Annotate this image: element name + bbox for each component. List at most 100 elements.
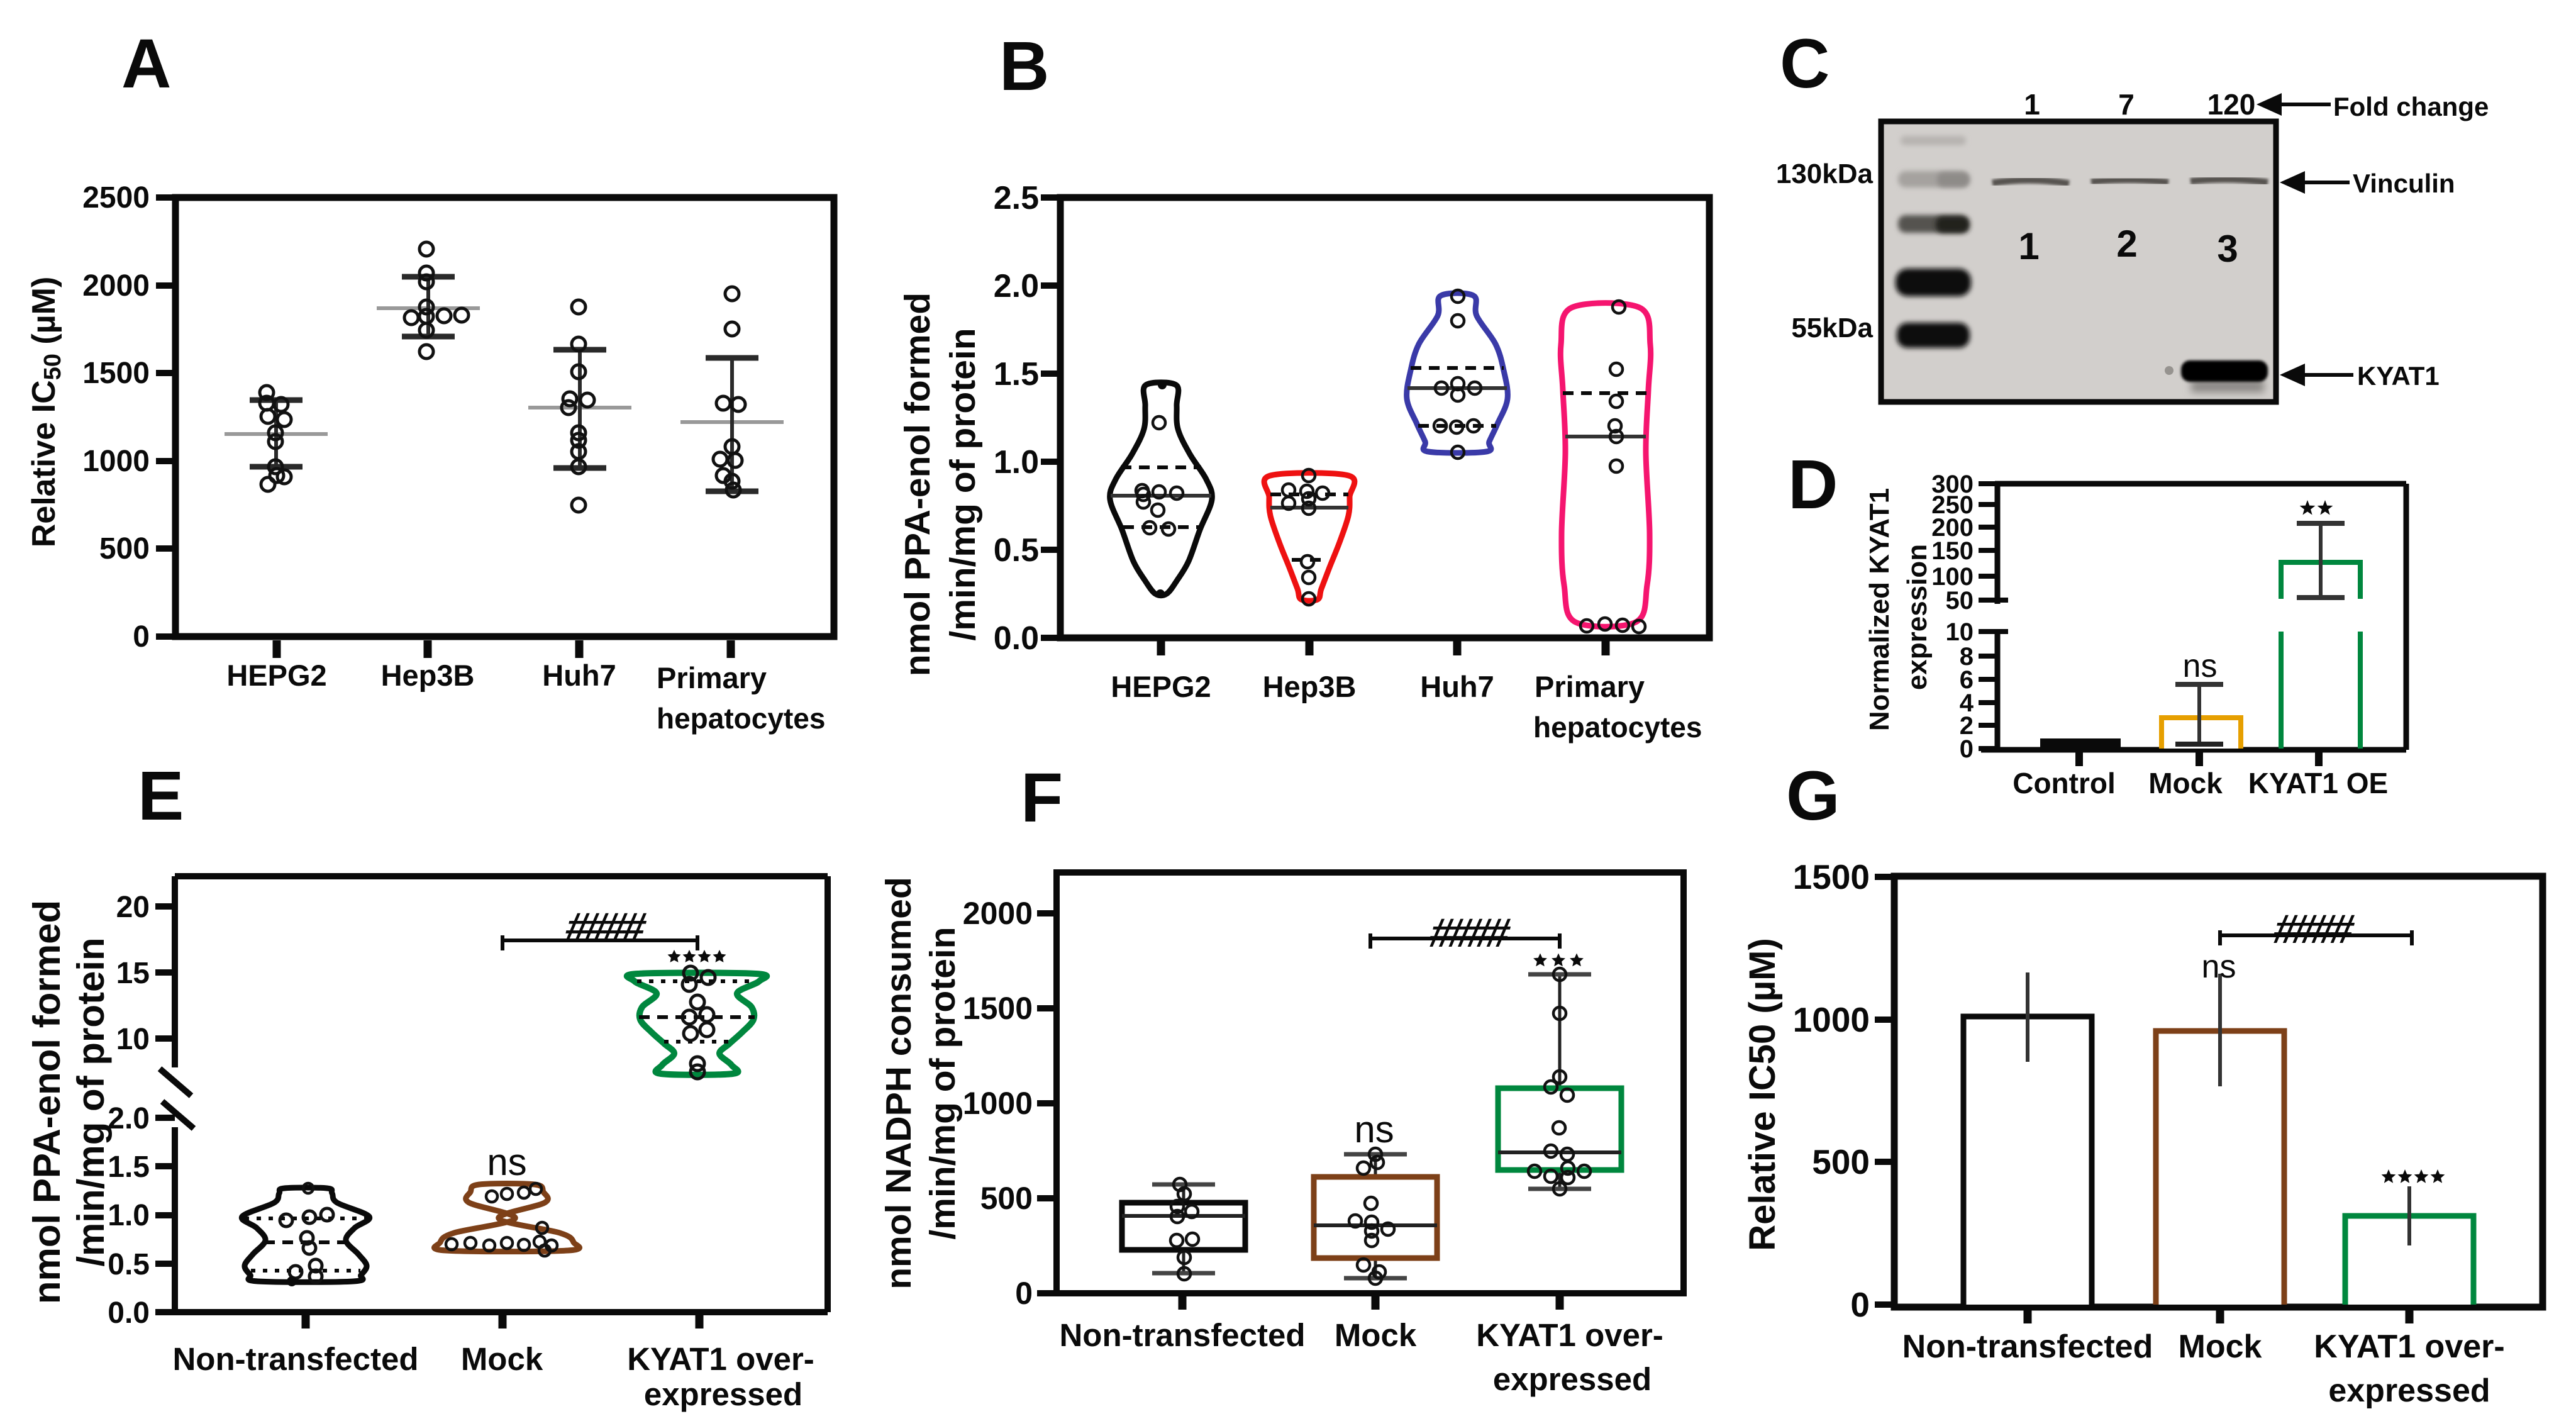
- svg-text:1000: 1000: [963, 1086, 1033, 1121]
- svg-text:E: E: [138, 757, 184, 835]
- svg-text:Relative IC50 (µM): Relative IC50 (µM): [26, 277, 66, 548]
- svg-text:expressed: expressed: [644, 1376, 802, 1412]
- svg-text:200: 200: [1931, 514, 1974, 542]
- svg-text:1.0: 1.0: [994, 444, 1039, 481]
- svg-text:0: 0: [1960, 735, 1974, 763]
- svg-text:KYAT1: KYAT1: [2357, 361, 2440, 391]
- svg-text:KYAT1 over-: KYAT1 over-: [1476, 1317, 1663, 1353]
- svg-text:Huh7: Huh7: [542, 659, 616, 692]
- svg-text:####: ####: [1426, 910, 1515, 955]
- svg-text:Mock: Mock: [461, 1341, 543, 1377]
- svg-text:HEPG2: HEPG2: [1111, 670, 1211, 703]
- svg-text:2.0: 2.0: [994, 268, 1039, 304]
- svg-text:250: 250: [1931, 491, 1974, 519]
- svg-text:300: 300: [1931, 471, 1974, 498]
- svg-text:ns: ns: [2202, 949, 2236, 985]
- svg-text:0: 0: [1850, 1285, 1870, 1324]
- svg-text:/min/mg of protein: /min/mg of protein: [943, 328, 983, 640]
- svg-text:Relative IC50 (µM): Relative IC50 (µM): [1742, 938, 1783, 1251]
- svg-text:500: 500: [1812, 1142, 1870, 1181]
- svg-text:0.5: 0.5: [994, 532, 1039, 569]
- svg-text:KYAT1 over-: KYAT1 over-: [627, 1341, 814, 1377]
- svg-text:2500: 2500: [82, 181, 150, 214]
- svg-text:Primary: Primary: [657, 661, 767, 694]
- svg-text:Primary: Primary: [1535, 670, 1645, 703]
- svg-text:Non-transfected: Non-transfected: [1059, 1317, 1305, 1353]
- svg-text:ns: ns: [1354, 1108, 1394, 1150]
- svg-text:1500: 1500: [1793, 857, 1870, 896]
- svg-text:1.5: 1.5: [994, 356, 1039, 393]
- svg-text:Vinculin: Vinculin: [2353, 169, 2455, 198]
- svg-text:0.0: 0.0: [994, 620, 1039, 657]
- svg-text:####: ####: [2270, 906, 2359, 952]
- svg-text:2000: 2000: [963, 896, 1033, 931]
- svg-text:Mock: Mock: [2179, 1329, 2262, 1365]
- svg-text:/min/mg of protein: /min/mg of protein: [70, 937, 112, 1266]
- svg-text:B: B: [999, 28, 1049, 105]
- svg-text:Mock: Mock: [1335, 1317, 1417, 1353]
- svg-text:A: A: [121, 25, 171, 103]
- svg-text:130kDa: 130kDa: [1776, 159, 1874, 189]
- svg-text:8: 8: [1960, 643, 1974, 671]
- svg-text:1500: 1500: [82, 357, 150, 390]
- svg-text:0: 0: [1015, 1276, 1033, 1311]
- svg-text:expression: expression: [1902, 544, 1933, 690]
- svg-text:2: 2: [2116, 223, 2137, 265]
- svg-text:4: 4: [1960, 689, 1974, 717]
- svg-text:6: 6: [1960, 666, 1974, 694]
- svg-text:150: 150: [1931, 537, 1974, 565]
- svg-text:Mock: Mock: [2148, 767, 2223, 799]
- svg-text:nmol PPA-enol formed: nmol PPA-enol formed: [26, 900, 68, 1304]
- svg-text:3: 3: [2217, 228, 2238, 270]
- svg-text:50: 50: [1946, 587, 1974, 615]
- svg-text:expressed: expressed: [1493, 1361, 1652, 1397]
- svg-text:Hep3B: Hep3B: [381, 659, 475, 692]
- svg-text:1.0: 1.0: [108, 1199, 150, 1232]
- svg-text:Huh7: Huh7: [1420, 670, 1494, 703]
- svg-text:15: 15: [116, 957, 150, 990]
- svg-text:/min/mg of protein: /min/mg of protein: [923, 927, 963, 1239]
- svg-text:55kDa: 55kDa: [1791, 313, 1873, 343]
- svg-text:nmol NADPH consumed: nmol NADPH consumed: [879, 877, 919, 1290]
- svg-text:7: 7: [2118, 88, 2135, 121]
- svg-text:G: G: [1786, 757, 1840, 835]
- svg-text:F: F: [1021, 759, 1063, 837]
- svg-text:0.0: 0.0: [108, 1296, 150, 1330]
- svg-text:1500: 1500: [963, 991, 1033, 1026]
- svg-text:KYAT1 over-: KYAT1 over-: [2314, 1329, 2504, 1365]
- svg-text:KYAT1 OE: KYAT1 OE: [2248, 767, 2388, 799]
- svg-text:ns: ns: [2183, 648, 2218, 684]
- svg-text:0.5: 0.5: [108, 1248, 150, 1281]
- svg-text:1: 1: [2024, 88, 2040, 121]
- svg-text:HEPG2: HEPG2: [226, 659, 326, 692]
- svg-text:10: 10: [1946, 618, 1974, 646]
- svg-text:ns: ns: [487, 1141, 526, 1183]
- svg-text:hepatocytes: hepatocytes: [657, 702, 825, 735]
- svg-text:1: 1: [2018, 225, 2039, 267]
- svg-text:2000: 2000: [82, 269, 150, 303]
- svg-text:Non-transfected: Non-transfected: [1902, 1329, 2153, 1365]
- svg-text:500: 500: [99, 532, 150, 565]
- svg-text:2.0: 2.0: [108, 1102, 150, 1135]
- svg-text:Fold change: Fold change: [2333, 92, 2489, 121]
- svg-text:1.5: 1.5: [108, 1150, 150, 1184]
- svg-text:10: 10: [116, 1023, 150, 1056]
- svg-text:C: C: [1780, 25, 1829, 103]
- svg-text:D: D: [1788, 446, 1838, 523]
- svg-text:expressed: expressed: [2328, 1373, 2490, 1409]
- svg-text:1000: 1000: [82, 445, 150, 478]
- svg-text:1000: 1000: [1793, 1000, 1870, 1039]
- svg-text:100: 100: [1931, 563, 1974, 591]
- svg-text:2.5: 2.5: [994, 180, 1039, 216]
- svg-text:Hep3B: Hep3B: [1263, 670, 1357, 703]
- svg-text:120: 120: [2207, 88, 2256, 121]
- svg-text:Normalized KYAT1: Normalized KYAT1: [1864, 488, 1895, 731]
- svg-text:nmol PPA-enol formed: nmol PPA-enol formed: [897, 292, 938, 676]
- svg-text:hepatocytes: hepatocytes: [1533, 711, 1702, 744]
- svg-text:20: 20: [116, 891, 150, 924]
- svg-text:2: 2: [1960, 712, 1974, 740]
- svg-text:0: 0: [133, 620, 150, 654]
- svg-text:Non-transfected: Non-transfected: [172, 1341, 418, 1377]
- svg-text:500: 500: [980, 1181, 1033, 1216]
- svg-text:Control: Control: [2012, 767, 2116, 799]
